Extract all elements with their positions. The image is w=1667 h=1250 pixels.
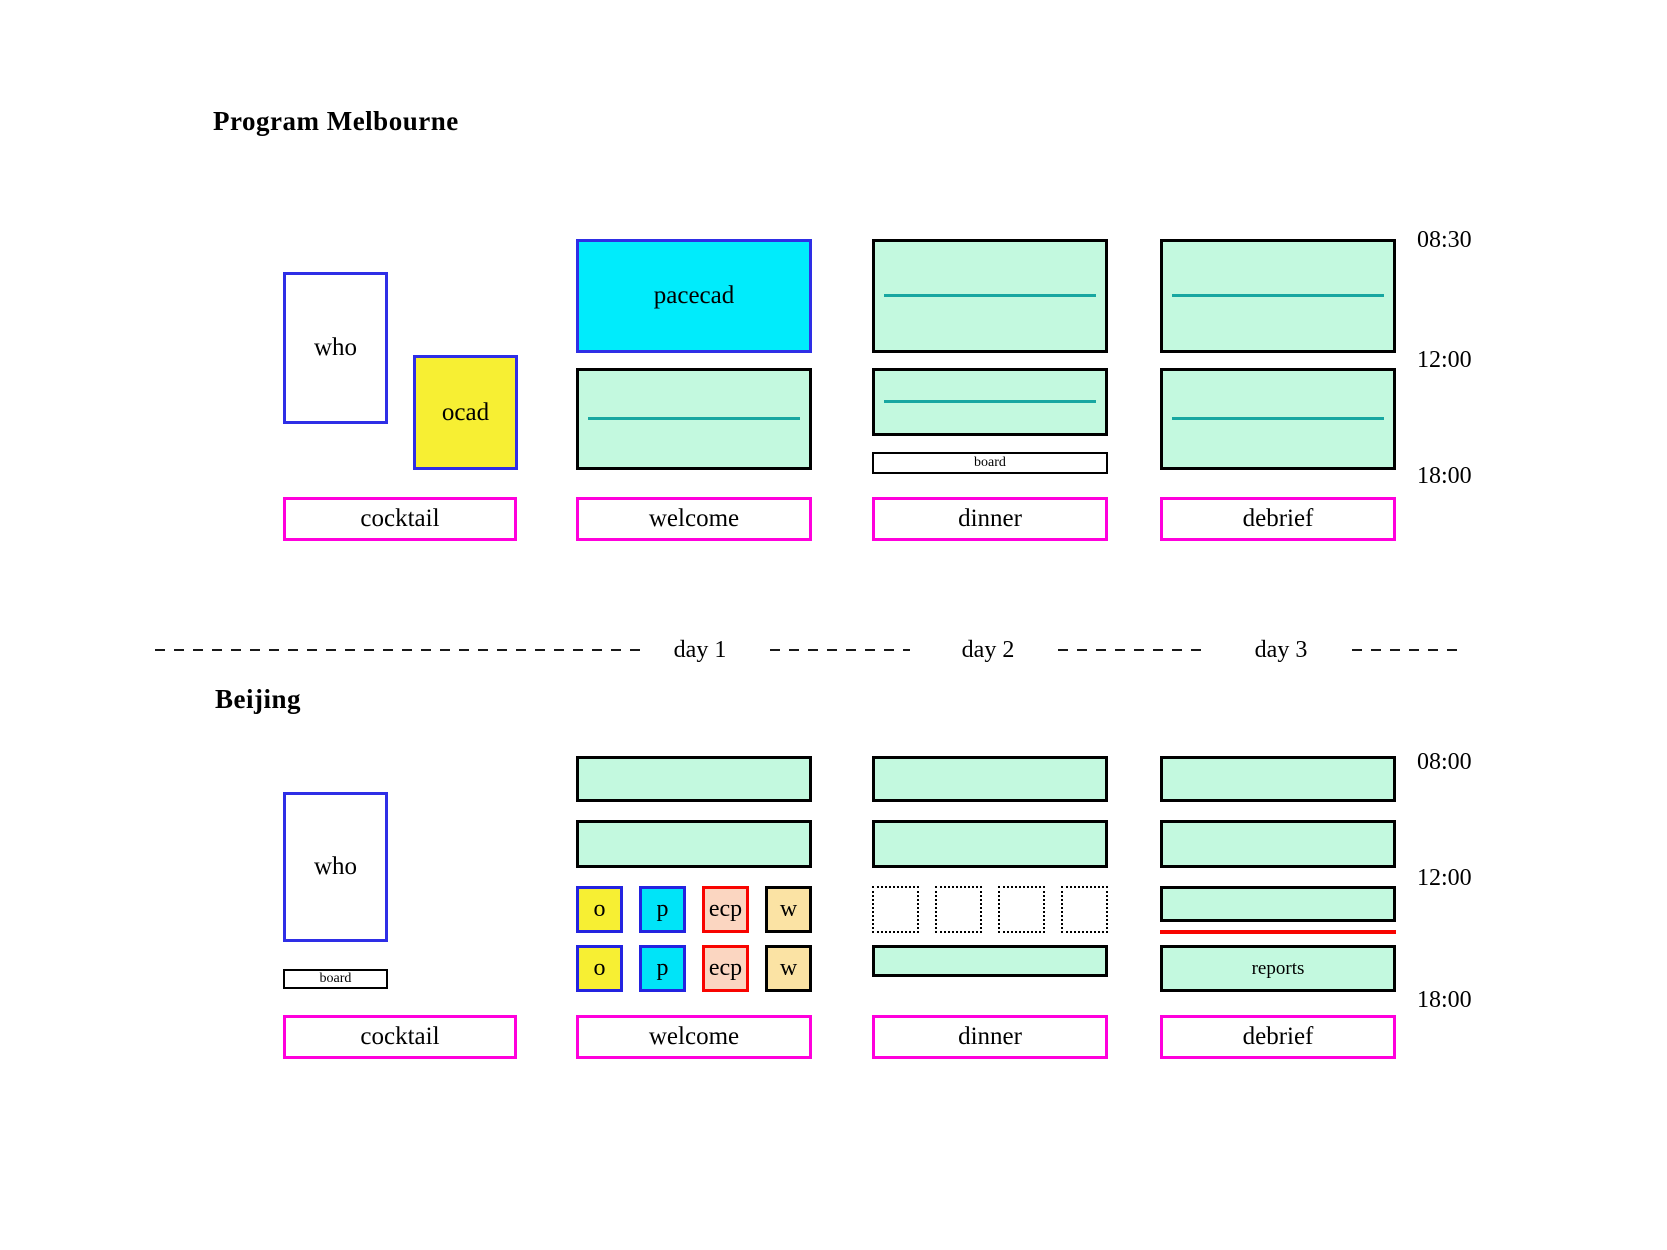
- divider-dash-segment: [1352, 649, 1458, 651]
- melbourne-day3-morning-slot: [1160, 239, 1396, 353]
- divider-dash-segment: [1058, 649, 1208, 651]
- melbourne-debrief-label: debrief: [1160, 497, 1396, 541]
- beijing-day3-slot-2: [1160, 820, 1396, 868]
- beijing-day1-session-w-1: w: [765, 886, 812, 933]
- beijing-board-box: board: [283, 969, 388, 989]
- session-divider-line: [588, 417, 800, 420]
- beijing-day1-session-ecp-1: ecp: [702, 886, 749, 933]
- beijing-time-midday: 12:00: [1417, 865, 1472, 891]
- beijing-day2-slot-2: [872, 820, 1108, 868]
- beijing-day1-session-o-2: o: [576, 945, 623, 992]
- beijing-cocktail-label: cocktail: [283, 1015, 517, 1059]
- session-divider-line: [884, 294, 1096, 297]
- beijing-day1-slot-1: [576, 756, 812, 802]
- melbourne-day1-afternoon-slot: [576, 368, 812, 470]
- melbourne-ocad-box: ocad: [413, 355, 518, 470]
- melbourne-dinner-label: dinner: [872, 497, 1108, 541]
- beijing-day1-session-p-1: p: [639, 886, 686, 933]
- beijing-day2-empty-session-1: [872, 886, 919, 933]
- beijing-day2-empty-session-2: [935, 886, 982, 933]
- beijing-section-title: Beijing: [215, 684, 302, 714]
- divider-dash-segment: [155, 649, 640, 651]
- session-divider-line: [1172, 417, 1384, 420]
- beijing-day1-session-p-2: p: [639, 945, 686, 992]
- beijing-day2-slot-1: [872, 756, 1108, 802]
- beijing-time-start: 08:00: [1417, 749, 1472, 775]
- divider-day2-label: day 2: [961, 637, 1015, 663]
- beijing-dinner-label: dinner: [872, 1015, 1108, 1059]
- divider-day3-label: day 3: [1254, 637, 1308, 663]
- melbourne-who-box: who: [283, 272, 388, 424]
- beijing-time-end: 18:00: [1417, 987, 1472, 1013]
- beijing-day2-slot-3: [872, 945, 1108, 977]
- melbourne-time-midday: 12:00: [1417, 347, 1472, 373]
- melbourne-welcome-label: welcome: [576, 497, 812, 541]
- beijing-day1-session-o-1: o: [576, 886, 623, 933]
- melbourne-section-title: Program Melbourne: [213, 106, 459, 136]
- melbourne-day1-pacecad-box: pacecad: [576, 239, 812, 353]
- beijing-day1-session-w-2: w: [765, 945, 812, 992]
- melbourne-day2-afternoon-slot: [872, 368, 1108, 436]
- divider-day1-label: day 1: [673, 637, 727, 663]
- beijing-day1-slot-2: [576, 820, 812, 868]
- melbourne-cocktail-label: cocktail: [283, 497, 517, 541]
- melbourne-time-start: 08:30: [1417, 227, 1472, 253]
- melbourne-day2-board-box: board: [872, 452, 1108, 474]
- beijing-day1-session-ecp-2: ecp: [702, 945, 749, 992]
- beijing-debrief-label: debrief: [1160, 1015, 1396, 1059]
- beijing-day3-reports-slot: reports: [1160, 945, 1396, 992]
- beijing-day2-empty-session-3: [998, 886, 1045, 933]
- beijing-day3-slot-3: [1160, 886, 1396, 922]
- beijing-who-box: who: [283, 792, 388, 942]
- session-divider-line: [884, 400, 1096, 403]
- melbourne-day3-afternoon-slot: [1160, 368, 1396, 470]
- session-divider-line: [1172, 294, 1384, 297]
- melbourne-time-end: 18:00: [1417, 463, 1472, 489]
- beijing-day3-deadline-line: [1160, 930, 1396, 934]
- beijing-day3-slot-1: [1160, 756, 1396, 802]
- beijing-welcome-label: welcome: [576, 1015, 812, 1059]
- melbourne-day2-morning-slot: [872, 239, 1108, 353]
- beijing-day2-empty-session-4: [1061, 886, 1108, 933]
- divider-dash-segment: [770, 649, 910, 651]
